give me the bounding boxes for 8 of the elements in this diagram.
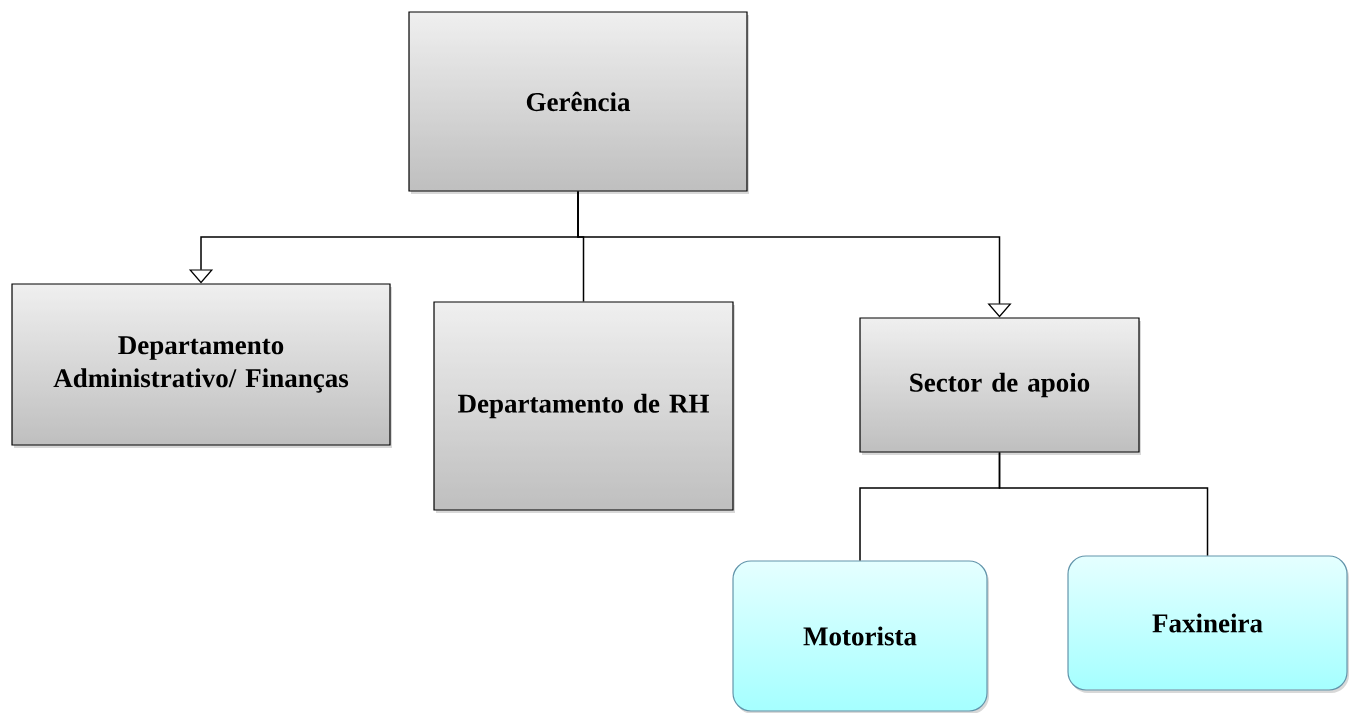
org-box: Gerência xyxy=(408,11,749,194)
connector xyxy=(998,451,1209,557)
rounded-box: Faxineira xyxy=(1067,555,1349,693)
org-box: Sector de apoio xyxy=(859,317,1141,455)
org-box: Departamento de RH xyxy=(433,301,735,513)
arrow xyxy=(577,190,1012,318)
rounded-box: Motorista xyxy=(732,560,989,713)
org-box: Departamento Administrativo/ Finanças xyxy=(11,283,392,448)
